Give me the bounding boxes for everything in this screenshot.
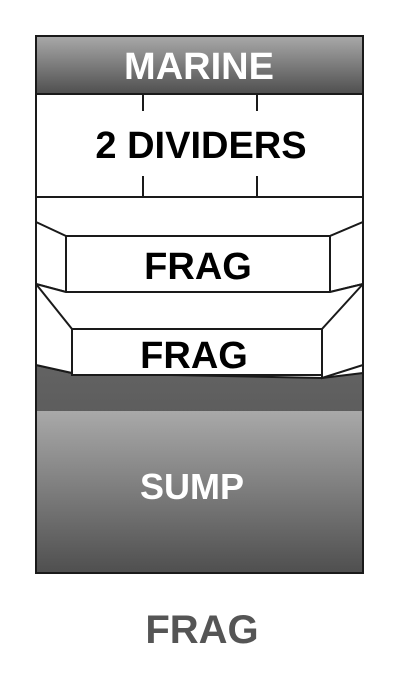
frag-upper-tray: [65, 235, 331, 293]
tank-outline: [35, 35, 364, 574]
frag-upper-label: FRAG: [144, 246, 252, 288]
sump-label: SUMP: [140, 466, 244, 507]
marine-label: MARINE: [124, 46, 274, 88]
sump-section: [36, 411, 363, 573]
dividers-label: 2 DIVIDERS: [95, 125, 306, 167]
marine-section: [36, 36, 363, 94]
frag-lower-tray: [71, 328, 323, 376]
frag-lower-label: FRAG: [140, 335, 248, 377]
caption: FRAG: [145, 608, 258, 652]
